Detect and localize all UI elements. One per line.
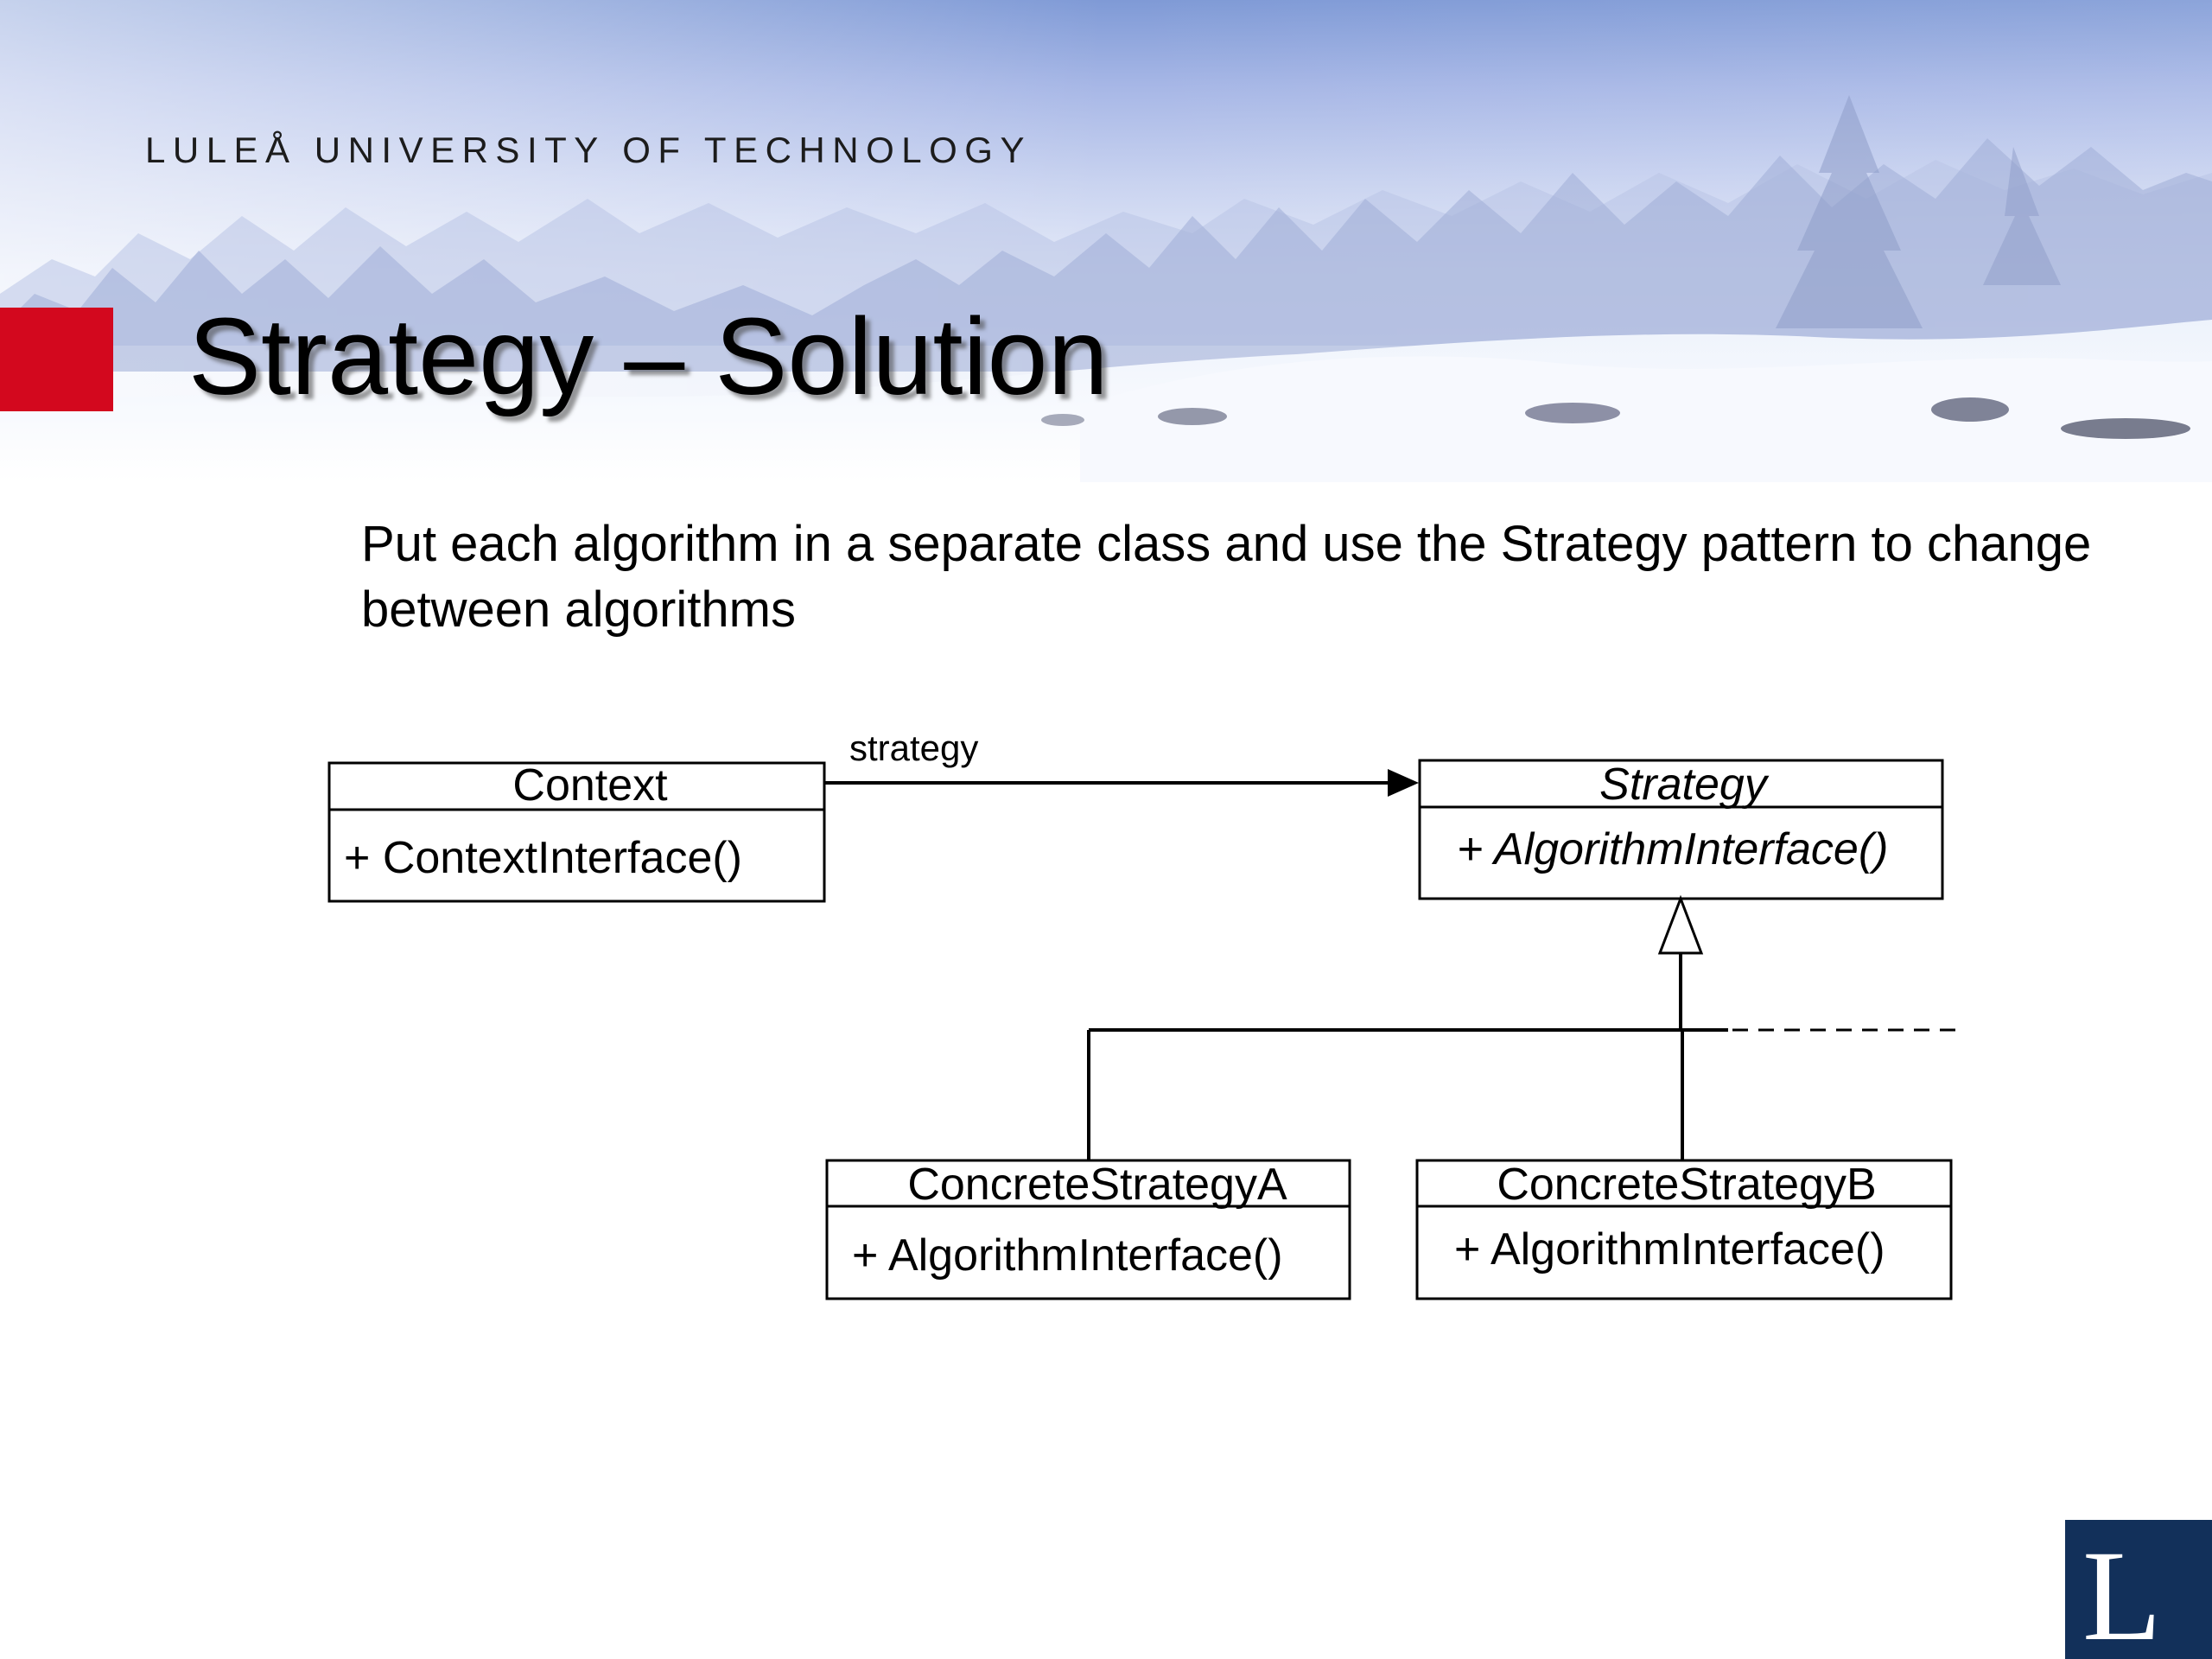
university-name: LULEÅ UNIVERSITY OF TECHNOLOGY: [145, 130, 1032, 170]
concrete-strategy-a-name: ConcreteStrategyA: [907, 1160, 1287, 1210]
intro-text: Put each algorithm in a separate class a…: [361, 516, 2092, 638]
concrete-strategy-a-box: [825, 1159, 1351, 1300]
winter-landscape-image: [0, 0, 2212, 482]
context-class-box: [327, 761, 826, 903]
university-logo: L: [2065, 1520, 2212, 1659]
header-banner: LULEÅ UNIVERSITY OF TECHNOLOGY Strategy …: [0, 0, 2212, 482]
slide-title: Strategy – Solution: [188, 296, 1109, 417]
concrete-strategy-b-operation: + AlgorithmInterface(): [1454, 1224, 1885, 1274]
strategy-class-box: [1418, 759, 1944, 900]
context-class-operation: + ContextInterface(): [344, 833, 742, 883]
accent-square: [0, 308, 113, 411]
logo-letter-l-icon: L: [2082, 1524, 2162, 1659]
strategy-association: strategy: [824, 728, 1419, 797]
inheritance-connector: [1087, 894, 1960, 1160]
concrete-strategy-a-operation: + AlgorithmInterface(): [852, 1230, 1283, 1281]
svg-text:L: L: [2082, 1524, 2162, 1659]
strategy-class-name: Strategy: [1599, 760, 1770, 810]
context-class: Context + ContextInterface(): [327, 760, 826, 903]
context-class-name: Context: [512, 760, 668, 810]
concrete-strategy-a-class: ConcreteStrategyA + AlgorithmInterface(): [825, 1159, 1351, 1300]
strategy-class-operation: + AlgorithmInterface(): [1457, 824, 1888, 874]
generalization-triangle: [1657, 894, 1704, 955]
concrete-strategy-b-class: ConcreteStrategyB + AlgorithmInterface(): [1415, 1159, 1953, 1300]
association-label: strategy: [849, 728, 978, 768]
association-arrowhead: [1388, 769, 1419, 797]
concrete-strategy-b-box: [1415, 1159, 1953, 1300]
concrete-strategy-b-name: ConcreteStrategyB: [1497, 1160, 1876, 1210]
strategy-class: Strategy + AlgorithmInterface(): [1418, 759, 1944, 900]
